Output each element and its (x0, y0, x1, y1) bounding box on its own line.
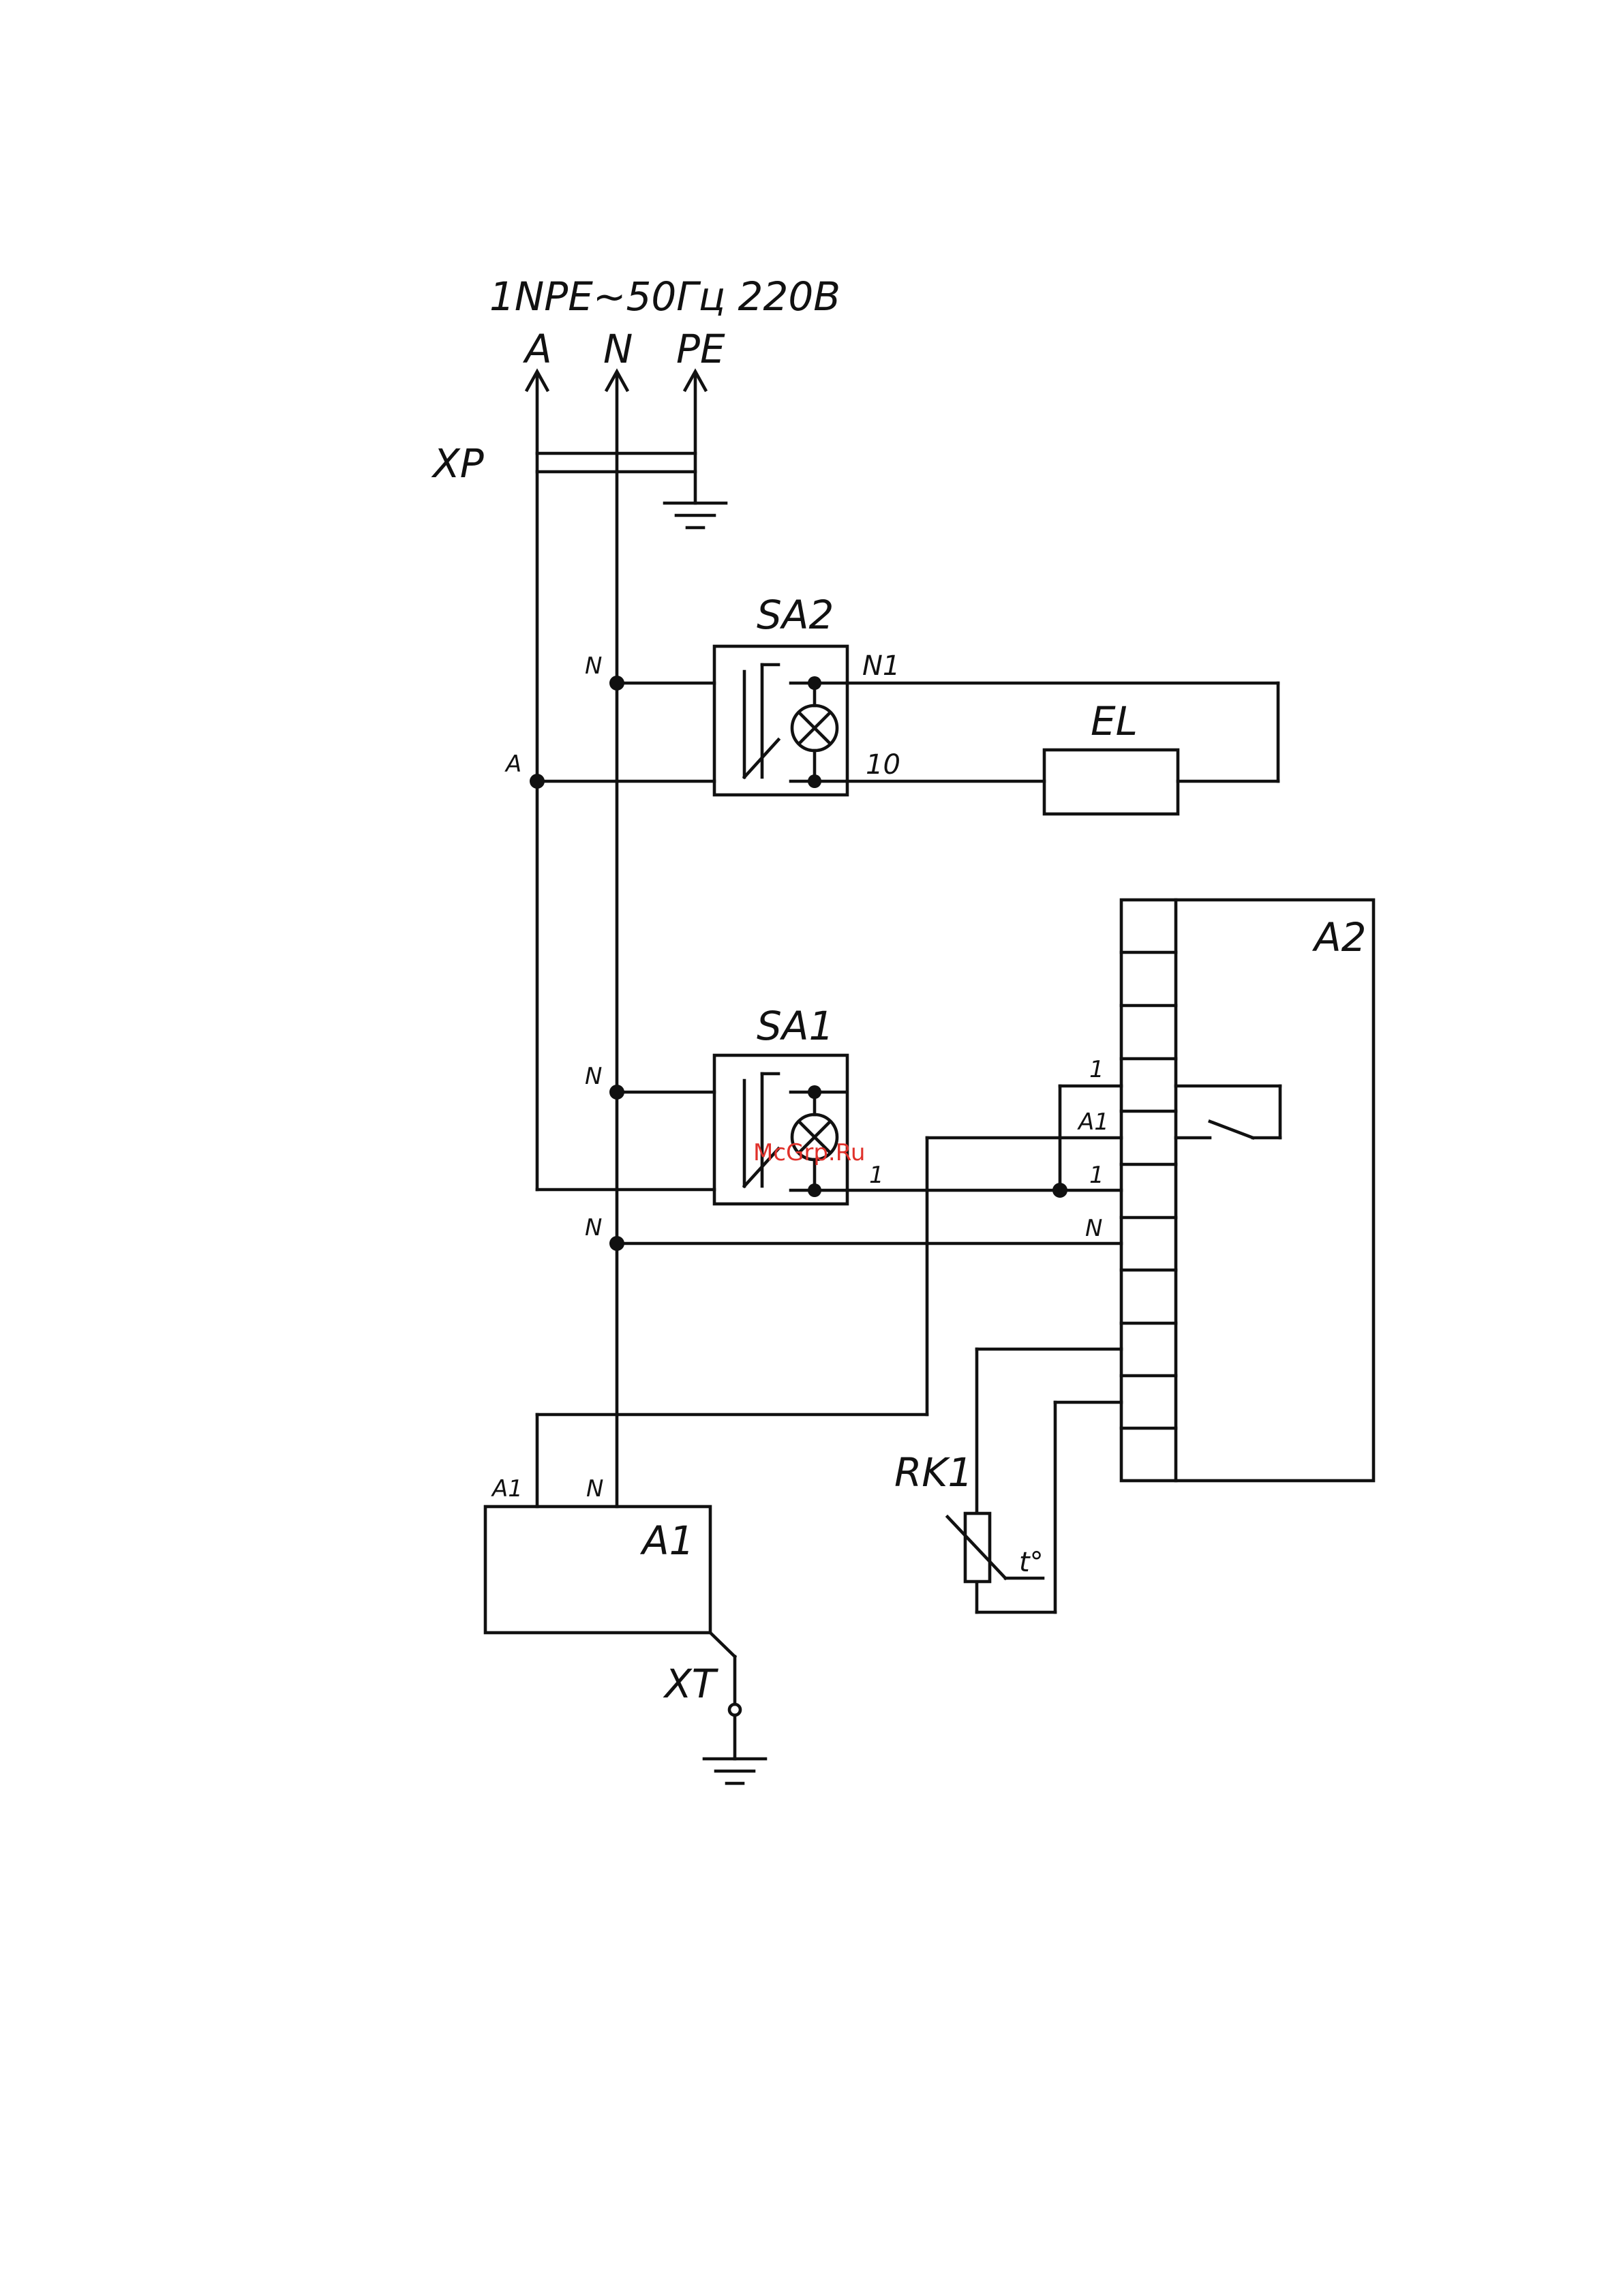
junction-a (530, 774, 545, 789)
watermark: McGrp.Ru (753, 1139, 865, 1166)
unit-a1-label: A1 (639, 1517, 695, 1564)
unit-a1-pin-a1: A1 (491, 1475, 523, 1502)
switch-sa2-terminal-n1: N1 (862, 650, 900, 682)
node-label-n2: N (585, 1063, 602, 1090)
controller-a2-label: A2 (1311, 914, 1367, 961)
earth-label: PE (676, 326, 725, 372)
switch-sa1-symbol (744, 1074, 845, 1197)
supply-spec: 1NPE~50Гц 220В (489, 273, 840, 320)
neutral-label: N (603, 326, 633, 372)
connector-xp-label: XP (431, 440, 484, 487)
switch-sa2-label: SA2 (757, 592, 834, 638)
earth-symbol-bottom (704, 1759, 765, 1783)
controller-a2-pin-1-bottom: 1 (1089, 1162, 1104, 1189)
controller-a2-pin-a1: A1 (1077, 1108, 1109, 1136)
controller-a2-box (1121, 900, 1374, 1481)
junction-n1 (609, 676, 624, 691)
terminal-xt-label: XT (663, 1661, 719, 1707)
switch-sa2-terminal-10: 10 (866, 749, 900, 781)
unit-a1-pin-n: N (586, 1475, 603, 1502)
junction-n3 (609, 1236, 624, 1251)
switch-sa1-label: SA1 (757, 1003, 834, 1049)
controller-a2-pin-1-top: 1 (1089, 1056, 1104, 1083)
switch-sa2-symbol (744, 665, 845, 788)
node-label-n1: N (585, 652, 602, 680)
junction-n2 (609, 1085, 624, 1100)
switch-sa1-terminal-1: 1 (869, 1162, 884, 1189)
sensor-rk1-label: RK1 (894, 1449, 973, 1496)
terminal-xt (729, 1704, 740, 1715)
switch-sa2-box (714, 646, 847, 795)
controller-a2-terminal-dividers (1121, 952, 1176, 1428)
switch-sa1-box (714, 1055, 847, 1204)
phase-label: A (522, 326, 552, 372)
lamp-el-box (1044, 750, 1178, 814)
wire-a1-to-xt (710, 1633, 735, 1657)
node-label-n3: N (585, 1214, 602, 1241)
controller-a2-relay-contact (1176, 1086, 1280, 1138)
node-label-a: A (504, 751, 521, 778)
earth-symbol-top (665, 503, 726, 528)
sensor-rk1-symbol: t° (1019, 1547, 1044, 1578)
controller-a2-pin-n: N (1085, 1215, 1102, 1242)
lamp-el-label: EL (1091, 698, 1138, 744)
